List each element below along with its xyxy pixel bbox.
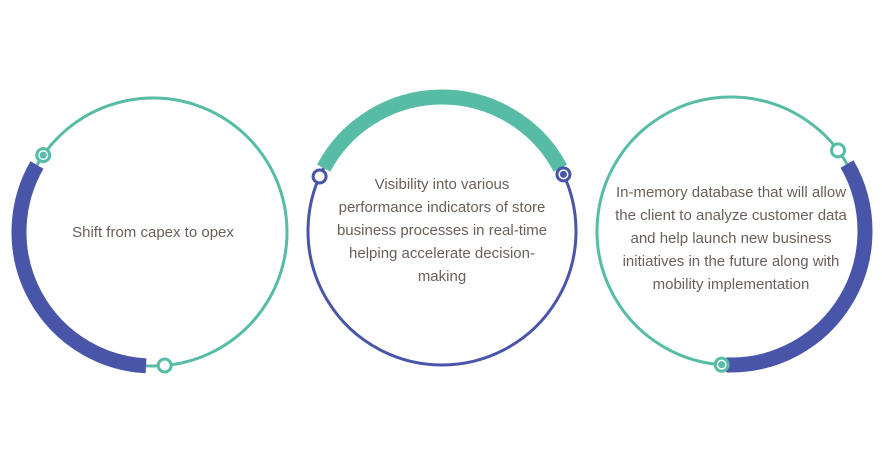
thick-arc: [726, 160, 873, 373]
thin-arc: [35, 96, 289, 368]
marker-dot: [311, 168, 328, 185]
thin-arc: [595, 95, 849, 367]
marker-dot: [156, 357, 173, 374]
marker-dot-fill: [718, 361, 726, 369]
circle-3-text: In-memory database that will allow the c…: [615, 183, 847, 293]
circle-3: [595, 95, 873, 373]
thin-arc: [306, 167, 578, 367]
thick-arc: [317, 89, 567, 172]
circle-2: [306, 89, 578, 367]
marker-dot-fill: [559, 170, 567, 178]
circle-2-text: Visibility into various performance indi…: [336, 175, 548, 285]
thick-arc: [11, 161, 147, 374]
circle-1-text: Shift from capex to opex: [72, 223, 234, 241]
marker-dot-fill: [39, 151, 47, 159]
marker-dot: [830, 142, 847, 159]
circle-1: [11, 96, 289, 374]
